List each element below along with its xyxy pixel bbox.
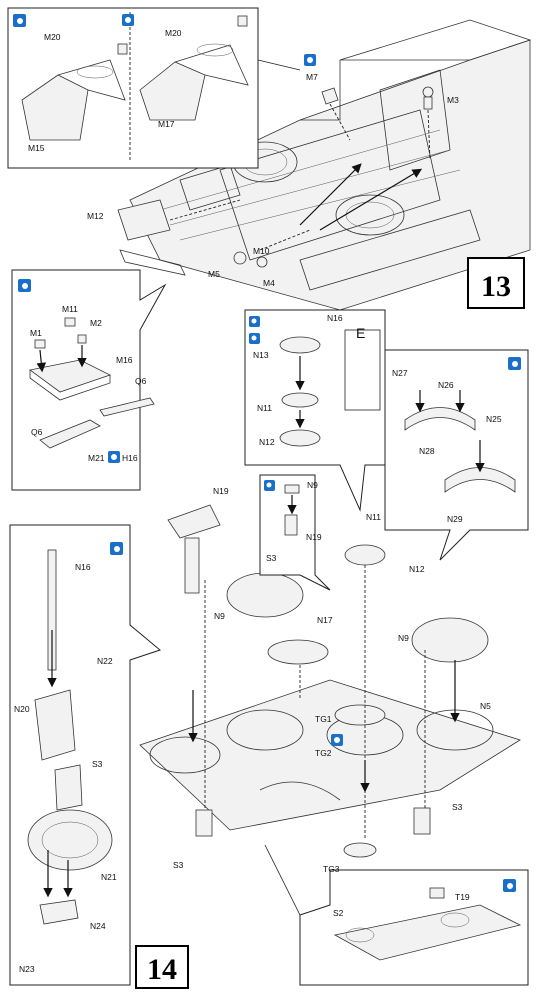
detail-panel-left-14 (9, 524, 162, 986)
alternative-part-icon (122, 14, 134, 26)
alternative-part-icon (108, 451, 120, 463)
step-14-number: 14 (147, 953, 177, 986)
part-label: M21 (88, 453, 105, 463)
part-label: N21 (101, 872, 117, 882)
part-label: M11 (62, 304, 78, 314)
part-label: M12 (87, 211, 104, 221)
e-box-label: E (356, 325, 365, 341)
part-label: T19 (455, 892, 470, 902)
part-label: N26 (438, 380, 454, 390)
paint-drop-icon (508, 357, 521, 370)
part-label: TG3 (323, 864, 340, 874)
part-label: N9 (214, 611, 225, 621)
part-label: N11 (257, 403, 272, 413)
part-label: S2 (333, 908, 344, 918)
paint-drop-icon (13, 14, 26, 27)
paint-drop-icon (110, 542, 123, 555)
part-label: M15 (28, 143, 45, 153)
part-label: S3 (92, 759, 103, 769)
part-label: M20 (44, 32, 61, 42)
part-label: N16 (75, 562, 91, 572)
part-label: M10 (253, 246, 270, 256)
step-14-assembly (139, 504, 521, 858)
paint-drop-icon (264, 480, 275, 491)
part-label: N28 (419, 446, 435, 456)
part-label: N9 (307, 480, 318, 490)
paint-drop-icon (18, 279, 31, 292)
detail-panel-n19 (259, 474, 331, 591)
part-label: M1 (30, 328, 42, 338)
part-label: M4 (263, 278, 275, 288)
step-13-box (467, 257, 525, 309)
part-label: M5 (208, 269, 220, 279)
detail-panel-n25 (384, 349, 529, 561)
part-label: N19 (306, 532, 322, 542)
part-label: M2 (90, 318, 102, 328)
part-label: N27 (392, 368, 408, 378)
detail-panel-bottom-right (264, 844, 529, 986)
part-label: N9 (398, 633, 409, 643)
part-label: S3 (266, 553, 277, 563)
part-label: N12 (259, 437, 275, 447)
part-label: TG2 (315, 748, 332, 758)
part-label: M7 (306, 72, 318, 82)
alternative-part-icon (331, 734, 343, 746)
part-label: M20 (165, 28, 182, 38)
detail-panel-top-left (7, 7, 301, 169)
part-label: N11 (366, 512, 381, 522)
alternative-part-icon (249, 333, 260, 344)
part-label: M17 (158, 119, 175, 129)
part-label: N13 (253, 350, 269, 360)
part-label: TG1 (315, 714, 332, 724)
part-label: N16 (327, 313, 343, 323)
paint-drop-icon (249, 316, 260, 327)
step-14-box (135, 945, 189, 989)
part-label: S3 (452, 802, 463, 812)
part-label: N25 (486, 414, 502, 424)
part-label: N19 (213, 486, 229, 496)
step-13-assembly (117, 19, 532, 311)
paint-drop-icon (503, 879, 516, 892)
part-label: N29 (447, 514, 463, 524)
part-label: N12 (409, 564, 425, 574)
detail-panel-n13 (244, 309, 386, 512)
part-label: N20 (14, 704, 30, 714)
part-label: N23 (19, 964, 35, 974)
detail-panel-mid-left (11, 269, 167, 491)
part-label: S3 (173, 860, 184, 870)
part-label: M16 (116, 355, 133, 365)
part-label: N5 (480, 701, 491, 711)
step-13-number: 13 (481, 270, 511, 303)
part-label: M3 (447, 95, 459, 105)
part-label: N22 (97, 656, 113, 666)
part-label: N24 (90, 921, 106, 931)
part-label: N17 (317, 615, 333, 625)
part-label: H16 (122, 453, 138, 463)
alternative-part-icon (304, 54, 316, 66)
part-label: Q6 (135, 376, 147, 386)
part-label: Q6 (31, 427, 43, 437)
